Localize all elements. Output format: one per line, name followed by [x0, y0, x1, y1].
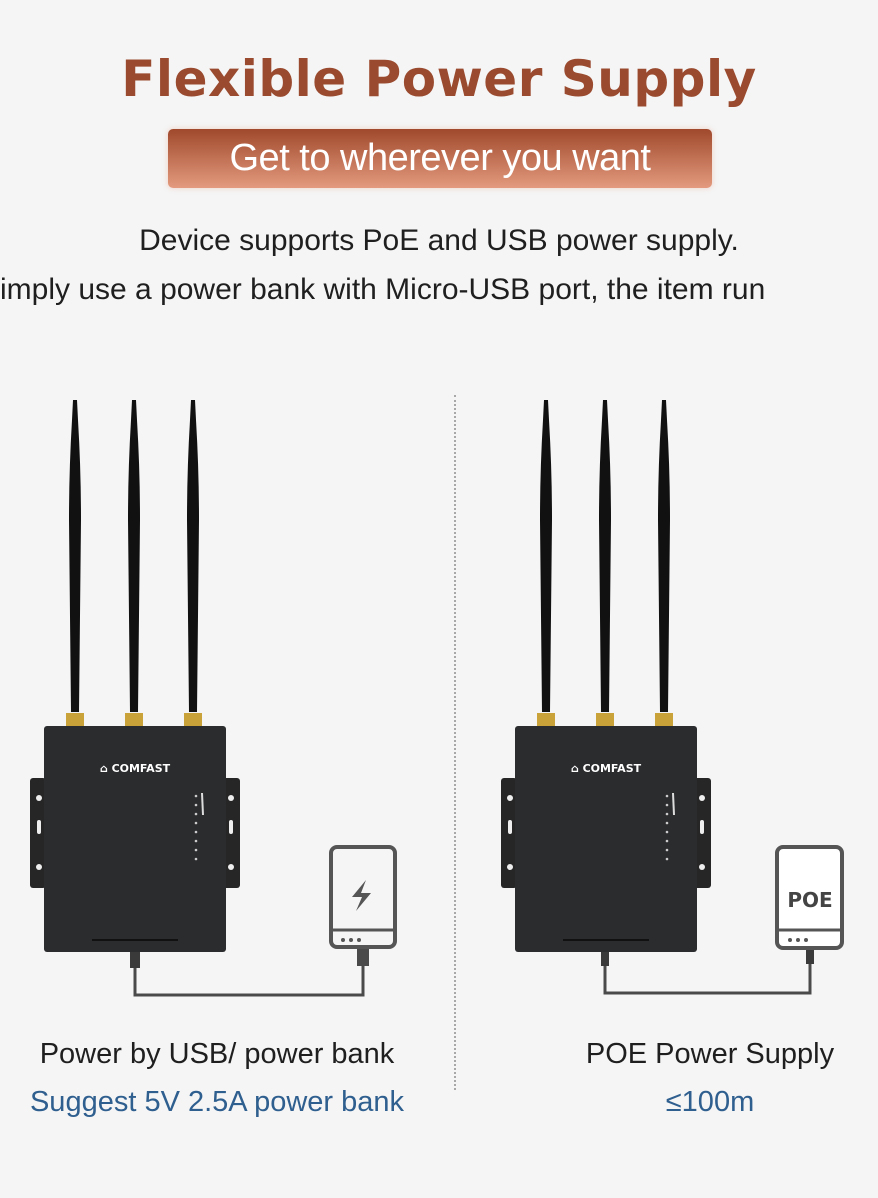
status-led	[665, 857, 669, 861]
status-led	[194, 839, 198, 843]
page-title: Flexible Power Supply	[121, 50, 757, 108]
router-right: ⌂ COMFAST	[501, 400, 711, 952]
status-led	[194, 848, 198, 852]
status-led	[194, 812, 198, 816]
usb-cable	[133, 960, 365, 997]
router-left: ⌂ COMFAST	[30, 400, 240, 952]
antenna	[540, 400, 552, 712]
device-logo: ⌂ COMFAST	[571, 762, 642, 775]
right-subcaption: ≤100m	[665, 1086, 755, 1118]
power-bank-icon	[329, 845, 397, 949]
antenna-connector	[66, 713, 84, 727]
antenna-connector	[125, 713, 143, 727]
status-led	[665, 830, 669, 834]
poe-cable	[603, 960, 812, 995]
antenna-connector	[184, 713, 202, 727]
divider	[454, 395, 456, 1090]
device-logo: ⌂ COMFAST	[100, 762, 171, 775]
left-subcaption: Suggest 5V 2.5A power bank	[29, 1086, 405, 1118]
status-led	[665, 839, 669, 843]
antenna	[187, 400, 199, 712]
router-body	[44, 726, 226, 952]
antenna	[69, 400, 81, 712]
status-led	[194, 830, 198, 834]
status-led	[194, 821, 198, 825]
antenna	[128, 400, 140, 712]
router-body	[515, 726, 697, 952]
antenna	[658, 400, 670, 712]
description-line-2: imply use a power bank with Micro-USB po…	[0, 273, 766, 306]
status-led	[194, 857, 198, 861]
poe-label: POE	[787, 888, 832, 912]
status-led	[194, 803, 198, 807]
status-led	[665, 848, 669, 852]
status-led	[665, 812, 669, 816]
right-caption: POE Power Supply	[585, 1038, 835, 1070]
lightning-icon	[352, 880, 371, 911]
status-led	[665, 803, 669, 807]
antenna	[599, 400, 611, 712]
left-caption: Power by USB/ power bank	[39, 1038, 395, 1070]
status-led	[194, 794, 198, 798]
antenna-connector	[537, 713, 555, 727]
status-led	[665, 821, 669, 825]
status-led	[665, 794, 669, 798]
antenna-connector	[596, 713, 614, 727]
subtitle-text: Get to wherever you want	[229, 137, 652, 179]
subtitle-badge: Get to wherever you want	[168, 129, 712, 188]
antenna-connector	[655, 713, 673, 727]
poe-injector-icon: POE	[775, 845, 844, 950]
description-line-1: Device supports PoE and USB power supply…	[139, 224, 739, 257]
